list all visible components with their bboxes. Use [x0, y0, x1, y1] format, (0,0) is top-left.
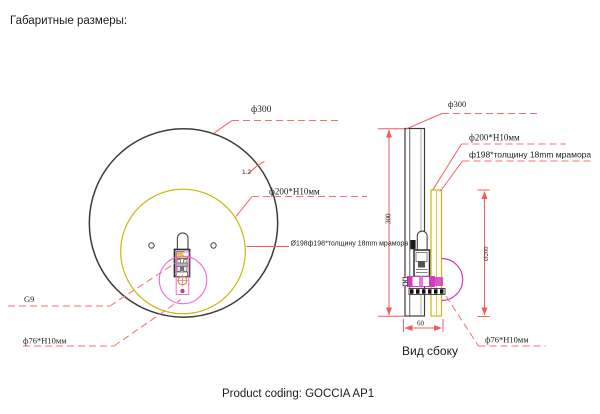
side-socket-core [418, 261, 425, 268]
screw-hole-left [148, 242, 155, 249]
screw-hole-right [210, 242, 217, 249]
page-title: Габаритные размеры: [10, 15, 127, 27]
front-bulb [176, 232, 189, 252]
side-mount-fill-left [407, 276, 413, 287]
leader-side-d76-diag [445, 295, 479, 347]
side-diffuser-arc [441, 257, 464, 302]
side-plate [404, 127, 426, 317]
leader-front-d200 [235, 196, 253, 217]
side-mount-fill-right [429, 276, 435, 287]
dim-depth-value: 60 [417, 320, 425, 328]
leader-side-d300 [405, 113, 443, 130]
front-marble-circle [120, 188, 246, 315]
side-mount-bolt-bottom [402, 282, 408, 287]
front-label-d76: ф76*H10мм [23, 336, 67, 346]
leader-side-d200 [432, 143, 462, 190]
front-socket-core [180, 266, 184, 271]
side-label-d200: ф200*H10мм [469, 133, 520, 143]
side-mount-connector [434, 277, 443, 286]
side-hatch-strip [408, 288, 446, 295]
side-cable-box [410, 240, 416, 250]
front-plate-circle [88, 128, 279, 318]
front-label-d300: ф300 [251, 104, 272, 115]
side-label-marble: ф198*толщину 18mm мрамора [469, 150, 591, 160]
front-bracket [175, 251, 190, 295]
front-socket-crossbar [176, 262, 188, 267]
side-bulb [416, 230, 428, 250]
side-view [402, 127, 464, 317]
front-crosshair-ring [177, 275, 188, 286]
side-socket-inner [415, 252, 428, 262]
leader-g9-diag [109, 261, 178, 307]
side-mount-bolt-top [402, 277, 408, 282]
side-view-leaders [405, 113, 594, 347]
side-view-caption: Вид сбоку [402, 344, 458, 358]
dim-height-value: 300 [385, 213, 393, 224]
product-coding: Product coding: GOCCIA AP1 [222, 388, 374, 400]
front-label-marble: Ø198ф198*толщину 18mm мрамора [291, 241, 409, 248]
leader-side-marble [440, 160, 463, 192]
dim-d200-value: Ø200 [483, 247, 490, 261]
side-label-d300: ф300 [448, 99, 466, 109]
front-diffuser-circle [158, 255, 208, 305]
front-label-thickness: 1.2 [242, 169, 251, 176]
front-label-g9: G9 [24, 294, 34, 304]
front-bracket-dot [180, 288, 185, 293]
side-mount-fill-mid [419, 276, 423, 287]
side-label-d76: ф76*H10мм [485, 335, 529, 345]
leader-front-d300 [213, 120, 233, 134]
leader-front-thickness-tick [249, 161, 265, 174]
side-view-dimensions [378, 128, 490, 332]
front-view-leaders [8, 120, 367, 347]
leader-front-d76-diag [113, 299, 182, 347]
front-view [88, 128, 279, 318]
front-label-d200: ф200*H10мм [269, 187, 320, 197]
